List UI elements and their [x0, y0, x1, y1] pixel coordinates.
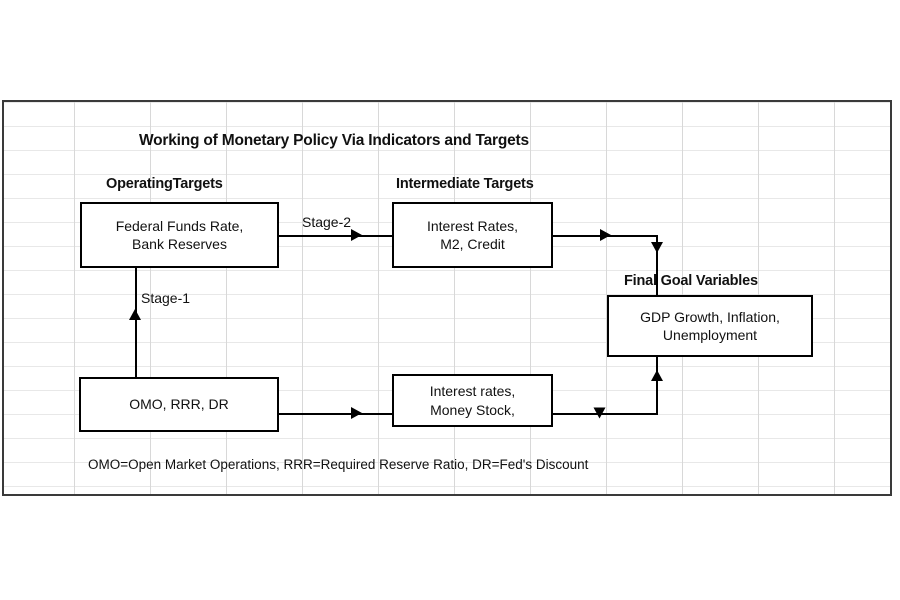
- box-intermediate-targets-line2: M2, Credit: [440, 236, 505, 252]
- connector-intermediate-to-final-arrowhead-down: [651, 242, 663, 253]
- box-final-goal-variables-line1: GDP Growth, Inflation,: [640, 308, 780, 325]
- diagram-title: Working of Monetary Policy Via Indicator…: [139, 132, 529, 149]
- section-label-operating-targets: OperatingTargets: [106, 176, 223, 192]
- box-intermediate-targets-line1: Interest Rates,: [426, 217, 519, 234]
- connector-stage2-arrowhead-right: [351, 229, 362, 241]
- connector-intermediate-to-final-vertical: [656, 235, 658, 295]
- box-operating-targets-line2: Bank Reserves: [132, 236, 227, 252]
- box-operating-targets[interactable]: Federal Funds Rate, Bank Reserves: [80, 202, 279, 268]
- box-intermediate-targets[interactable]: Interest Rates, M2, Credit: [392, 202, 553, 268]
- box-indicators-line1: Interest rates,: [429, 383, 516, 400]
- connector-indicators-to-final-vertical: [656, 357, 658, 415]
- connector-stage1-line: [135, 268, 137, 379]
- box-policy-instruments[interactable]: OMO, RRR, DR: [79, 377, 279, 432]
- box-operating-targets-line1: Federal Funds Rate,: [115, 217, 244, 234]
- connector-stage2-line: [278, 235, 394, 237]
- connector-intermediate-to-final-arrowhead-right: [600, 229, 611, 241]
- stage2-label: Stage-2: [302, 214, 352, 230]
- box-final-goal-variables-line2: Unemployment: [662, 327, 758, 343]
- connector-indicators-to-final-arrowhead-up: [651, 370, 663, 381]
- footer-legend: OMO=Open Market Operations, RRR=Required…: [88, 457, 589, 472]
- spreadsheet-frame: Working of Monetary Policy Via Indicator…: [2, 100, 892, 496]
- connector-instruments-to-indicators-arrowhead-right: [351, 407, 362, 419]
- connector-stage1-arrowhead-up: [129, 309, 141, 320]
- section-label-final-goal-variables: Final Goal Variables: [624, 273, 758, 289]
- connector-indicators-to-final-horizontal: [552, 413, 658, 415]
- box-final-goal-variables[interactable]: GDP Growth, Inflation, Unemployment: [607, 295, 813, 357]
- section-label-intermediate-targets: Intermediate Targets: [396, 176, 534, 192]
- box-indicators[interactable]: Interest rates, Money Stock,: [392, 374, 553, 427]
- connector-indicators-to-final-arrowhead-down: [593, 407, 606, 419]
- box-policy-instruments-line1: OMO, RRR, DR: [129, 396, 229, 413]
- box-indicators-line2: Money Stock,: [430, 401, 515, 418]
- stage1-label: Stage-1: [141, 290, 191, 306]
- connector-instruments-to-indicators-line: [278, 413, 394, 415]
